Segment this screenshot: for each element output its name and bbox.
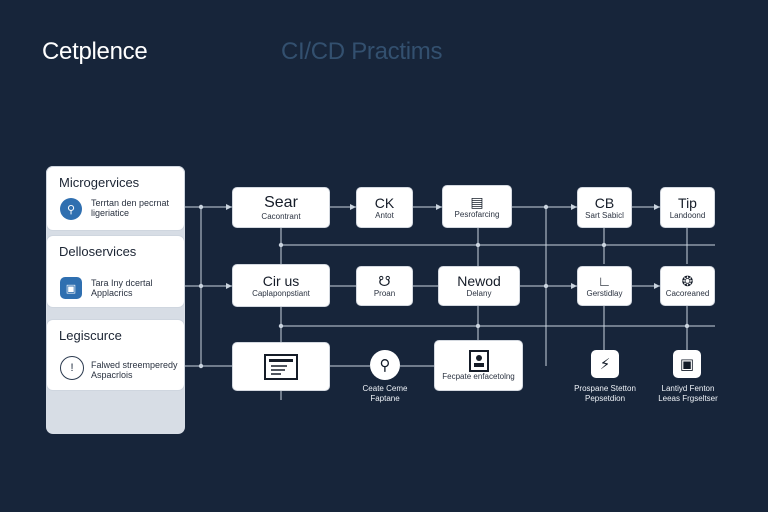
node-cirus[interactable]: Cir us Caplaponpstiant	[232, 264, 330, 307]
node-ck[interactable]: CK Antot	[356, 187, 413, 228]
node-label: Prospane Stetton	[574, 384, 636, 393]
node-caption: Cacoreaned	[665, 289, 710, 298]
search-icon[interactable]: ⚲	[370, 350, 400, 380]
service-card-desc: Terrtan den pecrnat	[91, 198, 170, 208]
service-card-desc: Applacrics	[91, 288, 133, 298]
node-badge[interactable]: Fecpate enfacetolng	[434, 340, 523, 391]
node-title: CB	[594, 194, 615, 211]
node-caption: Delany	[466, 289, 492, 298]
node-chart[interactable]: ∟ Gerstidlay	[577, 266, 632, 306]
node-tip[interactable]: Tip Landoond	[660, 187, 715, 228]
node-caption: Proan	[373, 289, 396, 298]
node-title: CK	[374, 194, 395, 211]
service-card-microservices[interactable]: Microgervices ⚲ Terrtan den pecrnat lige…	[46, 166, 185, 231]
node-caption: Caplaponpstiant	[252, 288, 310, 298]
node-label: Lantiyd Fenton	[661, 384, 715, 393]
node-label: Faptane	[370, 394, 400, 403]
node-caption: Pesrofarcing	[454, 209, 500, 219]
node-caption: Cacontrant	[261, 211, 301, 221]
node-caption: Gerstidlay	[586, 289, 623, 298]
chart-icon: ∟	[597, 273, 612, 289]
node-newod[interactable]: Newod Delany	[438, 266, 520, 306]
badge-icon	[468, 349, 489, 372]
service-card-desc: ligeriatice	[91, 208, 130, 218]
monitor-icon	[264, 353, 298, 380]
service-card-desc: Falwed streemperedy	[91, 360, 178, 370]
node-monitor[interactable]	[232, 342, 330, 391]
node-label: Pepsetdion	[584, 394, 626, 403]
service-card-desc: Aspacrlois	[91, 370, 133, 380]
service-card-delloservices[interactable]: Delloservices ▣ Tara Iny dcertal Applacr…	[46, 235, 185, 308]
info-icon: !	[60, 356, 84, 380]
node-label: Leeas Frgseltser	[658, 394, 718, 403]
node-caption: Landoond	[669, 210, 706, 220]
lock-icon: ▣	[60, 277, 82, 299]
node-caption: Fecpate enfacetolng	[442, 371, 515, 381]
node-cb[interactable]: CB Sart Sabicl	[577, 187, 632, 228]
search-icon: ⚲	[60, 198, 82, 220]
node-title: Newod	[457, 273, 501, 289]
node-title: Tip	[678, 194, 697, 211]
node-basket[interactable]: ☋ Proan	[356, 266, 413, 306]
node-caption: Sart Sabicl	[585, 210, 624, 220]
bolt-icon[interactable]: ⚡	[591, 350, 619, 378]
node-sear[interactable]: Sear Cacontrant	[232, 187, 330, 228]
node-label: Ceate Ceme	[362, 384, 408, 393]
node-title: Sear	[264, 193, 298, 211]
node-title: Cir us	[262, 272, 300, 289]
basket-icon: ☋	[378, 273, 391, 289]
brand-title: Cetplence	[42, 38, 148, 65]
service-card-title: Microgervices	[59, 175, 140, 190]
globe-icon: ❂	[681, 273, 694, 289]
node-caption: Antot	[375, 210, 394, 220]
node-globe[interactable]: ❂ Cacoreaned	[660, 266, 715, 306]
service-card-title: Delloservices	[59, 244, 137, 259]
node-document[interactable]: ▤ Pesrofarcing	[442, 185, 512, 228]
diagram-subtitle: CI/CD Practims	[281, 38, 443, 65]
service-card-legiscurce[interactable]: Legiscurce ! Falwed streemperedy Aspacrl…	[46, 319, 185, 391]
document-icon: ▤	[470, 193, 484, 210]
service-card-title: Legiscurce	[59, 328, 122, 343]
service-card-desc: Tara Iny dcertal	[91, 278, 153, 288]
lock-icon[interactable]: ▣	[673, 350, 701, 378]
